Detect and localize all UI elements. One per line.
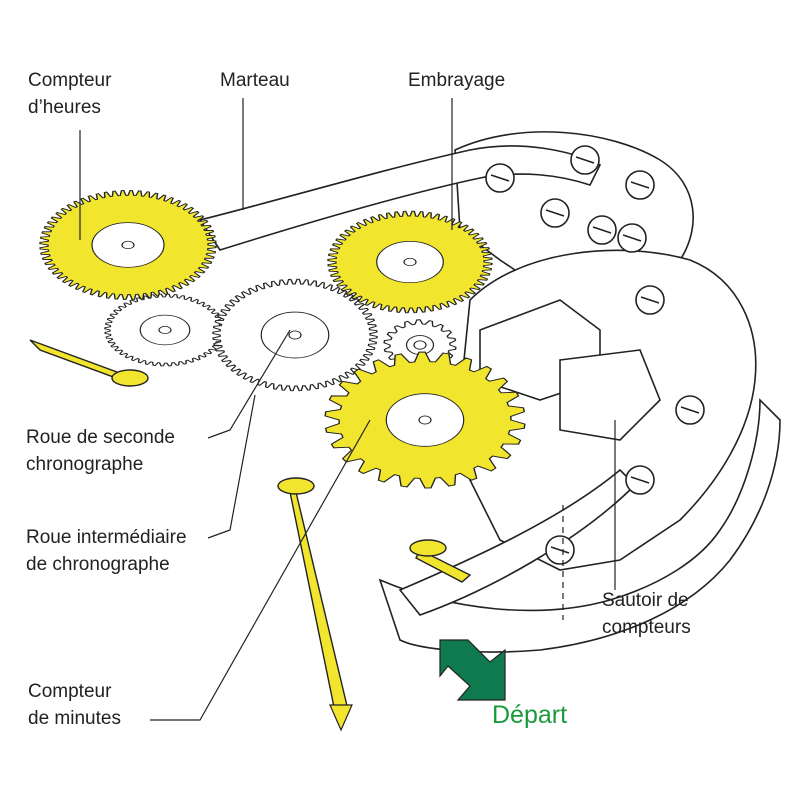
gear-clutch bbox=[327, 210, 493, 314]
movement-plates bbox=[198, 131, 781, 653]
gears bbox=[39, 189, 526, 489]
leader-lines bbox=[79, 98, 616, 721]
label-chrono-second-wheel: Roue de seconde chronographe bbox=[26, 427, 175, 475]
gear-minute-counter bbox=[324, 351, 526, 489]
screw-icon bbox=[675, 395, 705, 425]
label-counter-jumper: Sautoir de compteurs bbox=[602, 590, 691, 638]
screw-icon bbox=[540, 198, 570, 228]
screws bbox=[485, 145, 705, 565]
leader-minute-counter bbox=[150, 419, 371, 721]
screw-icon bbox=[635, 285, 665, 315]
hand-minute-icon bbox=[277, 477, 349, 713]
gear-hour-counter bbox=[39, 189, 217, 301]
screw-icon bbox=[625, 170, 655, 200]
center-block bbox=[559, 349, 661, 441]
screw-icon bbox=[570, 145, 600, 175]
screw-icon bbox=[617, 223, 647, 253]
gear-chrono-second bbox=[212, 278, 378, 392]
screw-icon bbox=[485, 163, 515, 193]
lower-plate bbox=[378, 398, 781, 653]
screw-icon bbox=[587, 215, 617, 245]
hands bbox=[29, 339, 472, 732]
screw-icon bbox=[545, 535, 575, 565]
label-hammer: Marteau bbox=[220, 70, 290, 91]
label-hour-counter: Compteur d’heures bbox=[28, 70, 112, 118]
minute-hand-tip-icon bbox=[329, 704, 353, 732]
leader-intermediate bbox=[207, 394, 256, 539]
start-arrow bbox=[439, 639, 506, 701]
hand-hour-icon bbox=[29, 339, 149, 387]
leader-second-wheel bbox=[207, 329, 291, 439]
gear-behind-hour bbox=[104, 293, 226, 367]
label-clutch: Embrayage bbox=[408, 70, 506, 91]
start-arrow-icon bbox=[439, 639, 506, 701]
label-minute-counter: Compteur de minutes bbox=[28, 681, 121, 729]
screw-icon bbox=[625, 465, 655, 495]
label-start: Départ bbox=[492, 701, 568, 729]
hand-seconds-icon bbox=[409, 539, 472, 583]
label-chrono-intermediate-wheel: Roue intermédiaire de chronographe bbox=[26, 527, 187, 575]
